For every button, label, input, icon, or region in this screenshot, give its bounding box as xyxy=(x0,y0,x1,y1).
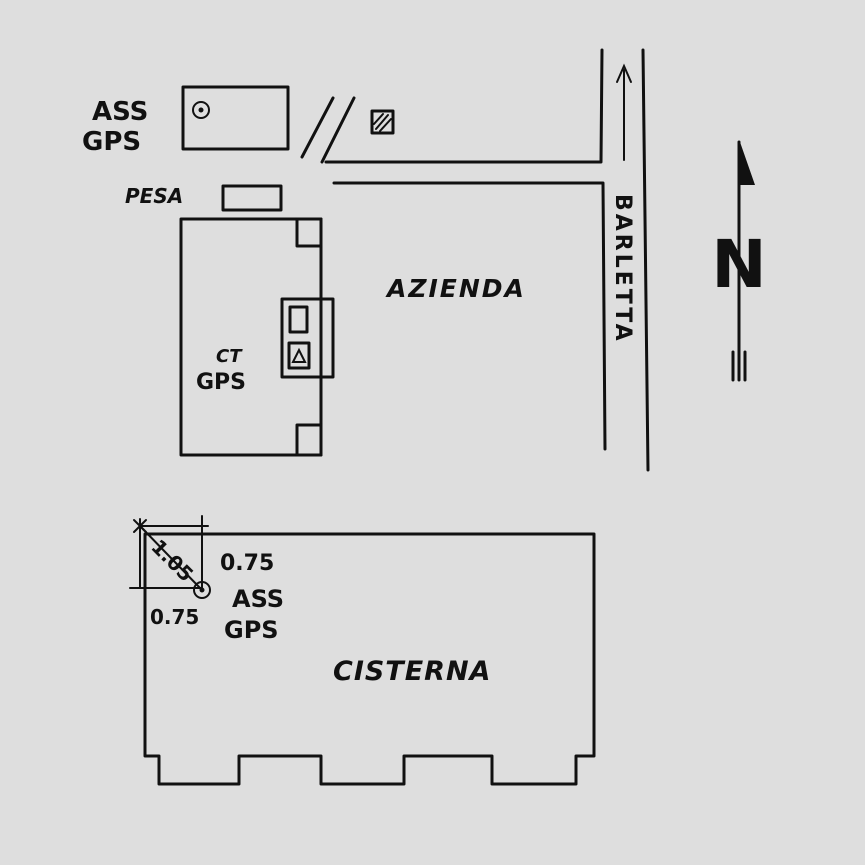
north-letter: N xyxy=(711,226,766,303)
pesa-box xyxy=(221,184,283,212)
road xyxy=(324,48,650,472)
ct-gps-label-2: GPS xyxy=(196,370,246,395)
north-arrow-icon xyxy=(731,140,755,382)
survey-point-icon xyxy=(192,101,210,119)
hatched-square-icon xyxy=(370,109,395,135)
triangle-marker-icon xyxy=(287,341,311,370)
ass-gps-top-label-2: GPS xyxy=(82,127,141,157)
ass-gps-bottom-label-2: GPS xyxy=(224,616,279,644)
ct-gps-label-1: CT xyxy=(216,346,243,367)
ass-gps-top-box xyxy=(181,85,290,151)
street-label: BARLETTA xyxy=(610,194,635,344)
ass-gps-bottom-label-1: ASS xyxy=(232,585,284,613)
cisterna-label: CISTERNA xyxy=(333,656,491,687)
dim-vertical-label: 0.75 xyxy=(150,605,199,629)
gate-lines xyxy=(300,96,356,164)
ct-gps-building xyxy=(179,217,335,457)
ass-gps-top-label-1: ASS xyxy=(92,97,148,127)
cisterna-outline xyxy=(143,532,596,786)
survey-point-icon xyxy=(193,581,211,599)
azienda-label: AZIENDA xyxy=(385,274,526,303)
pesa-label: PESA xyxy=(125,184,183,208)
dim-horizontal-label: 0.75 xyxy=(220,551,274,576)
dimension-lines xyxy=(129,515,209,590)
